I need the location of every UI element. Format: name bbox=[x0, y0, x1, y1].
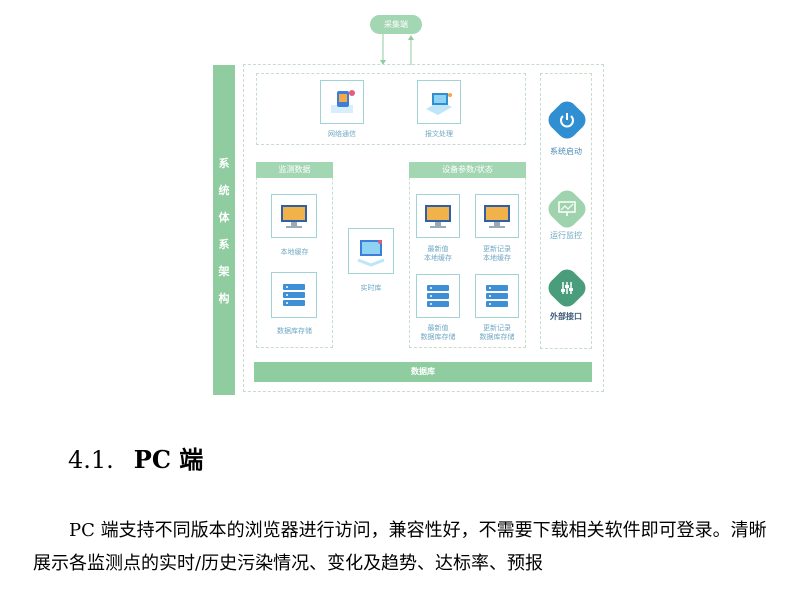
update-cache-icon bbox=[475, 194, 519, 238]
collector-arrows bbox=[380, 34, 414, 65]
update-cache-line-2: 本地缓存 bbox=[483, 254, 511, 262]
network-comm-icon bbox=[320, 80, 364, 124]
device-params-header: 设备参数/状态 bbox=[409, 162, 526, 178]
message-processing-icon bbox=[417, 80, 461, 124]
update-db-line-2: 数据库存储 bbox=[479, 333, 515, 341]
external-api-icon bbox=[544, 265, 590, 311]
section-title: PC 端 bbox=[133, 445, 204, 474]
side-title-char: 构 bbox=[218, 291, 230, 305]
update-cache-label: 更新记录 本地缓存 bbox=[468, 245, 526, 263]
latest-db-line-2: 数据库存储 bbox=[420, 333, 456, 341]
side-title-char: 架 bbox=[218, 264, 230, 278]
section-number: 4.1. bbox=[68, 446, 114, 474]
update-db-icon bbox=[475, 274, 519, 318]
section-heading: 4.1. PC 端 bbox=[68, 440, 203, 475]
latest-db-label: 最新值 数据库存储 bbox=[409, 324, 467, 342]
architecture-side-title: 系 统 体 系 架 构 bbox=[213, 65, 235, 395]
message-processing-label: 报文处理 bbox=[425, 130, 453, 138]
local-cache-label: 本地缓存 bbox=[280, 248, 309, 256]
side-title-char: 体 bbox=[218, 210, 230, 224]
latest-db-icon bbox=[416, 274, 460, 318]
network-comm-label: 网络通信 bbox=[328, 130, 356, 138]
comm-panel bbox=[256, 73, 526, 145]
database-bar: 数据库 bbox=[254, 362, 592, 382]
latest-cache-label: 最新值 本地缓存 bbox=[409, 245, 467, 263]
local-cache-icon bbox=[271, 194, 317, 238]
update-cache-line-1: 更新记录 bbox=[483, 245, 511, 253]
services-panel bbox=[540, 73, 592, 349]
update-db-label: 更新记录 数据库存储 bbox=[468, 324, 526, 342]
system-architecture-diagram: 采集端 系 统 体 系 架 构 网络通信 报文处理 监测数据 本地缓存 数据库存… bbox=[213, 15, 604, 395]
update-db-line-1: 更新记录 bbox=[483, 324, 511, 332]
monitor-data-header: 监测数据 bbox=[256, 162, 333, 178]
body-paragraph: PC 端支持不同版本的浏览器进行访问，兼容性好，不需要下载相关软件即可登录。清晰… bbox=[33, 520, 767, 574]
latest-cache-line-2: 本地缓存 bbox=[424, 254, 452, 262]
external-api-label: 外部接口 bbox=[550, 312, 582, 321]
system-start-label: 系统启动 bbox=[550, 147, 582, 156]
realtime-db-icon bbox=[348, 228, 394, 274]
db-storage-icon bbox=[271, 272, 317, 318]
system-start-icon bbox=[544, 97, 590, 143]
latest-cache-line-1: 最新值 bbox=[427, 245, 449, 253]
run-monitor-icon bbox=[544, 186, 590, 232]
collector-node: 采集端 bbox=[370, 15, 422, 34]
side-title-char: 系 bbox=[218, 156, 230, 170]
side-title-char: 系 bbox=[218, 237, 230, 251]
db-storage-label: 数据库存储 bbox=[277, 327, 312, 335]
realtime-db-label: 实时库 bbox=[360, 284, 382, 292]
run-monitor-label: 运行监控 bbox=[550, 231, 582, 240]
latest-cache-icon bbox=[416, 194, 460, 238]
latest-db-line-1: 最新值 bbox=[427, 324, 449, 332]
side-title-char: 统 bbox=[218, 183, 230, 197]
architecture-frame bbox=[243, 64, 604, 392]
